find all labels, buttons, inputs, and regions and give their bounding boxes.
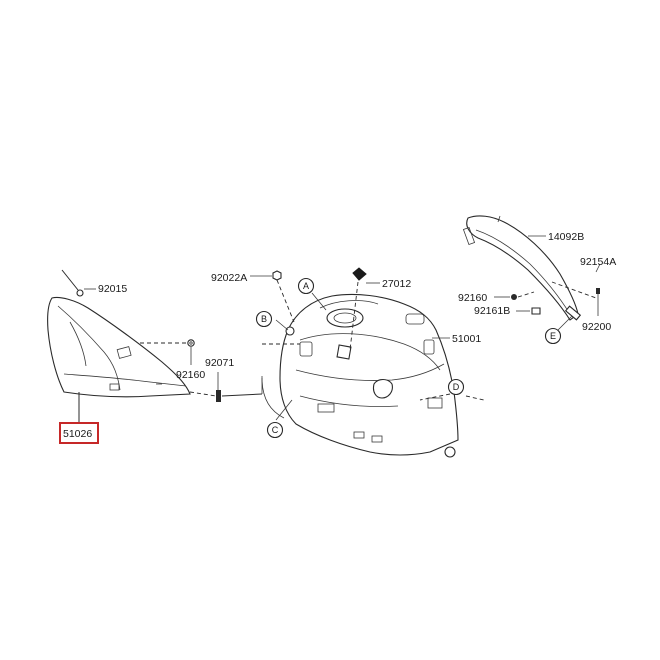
- callout-d: D: [447, 378, 465, 396]
- part-label-92071: 92071: [205, 357, 234, 369]
- side-cover-drawing: [47, 296, 191, 423]
- part-label-92161b: 92161B: [474, 305, 510, 317]
- grommet-92015-drawing: [61, 269, 96, 297]
- callout-e: E: [544, 327, 562, 345]
- part-label-92015: 92015: [98, 283, 127, 295]
- right-cover-drawing: [462, 215, 597, 321]
- svg-text:A: A: [303, 281, 309, 291]
- label-27012-drawing: [349, 267, 380, 351]
- callout-c: C: [266, 421, 284, 439]
- svg-text:D: D: [453, 382, 460, 392]
- part-label-92160-right: 92160: [458, 292, 487, 304]
- callout-b: B: [255, 310, 273, 328]
- svg-text:B: B: [261, 314, 267, 324]
- highlight-box: [59, 422, 99, 444]
- fuel-tank-drawing: [261, 293, 459, 458]
- clip-92071-drawing: [189, 372, 263, 402]
- nut-92022a-drawing: [250, 270, 295, 323]
- washer-left-drawing: [140, 339, 195, 365]
- part-label-27012: 27012: [382, 278, 411, 290]
- callout-a: A: [297, 277, 315, 295]
- part-label-92022a: 92022A: [211, 272, 247, 284]
- highlighted-part-51026: 51026: [59, 422, 99, 444]
- part-label-92200: 92200: [582, 321, 611, 333]
- part-label-92160-left: 92160: [176, 369, 205, 381]
- part-label-51026: 51026: [63, 428, 92, 440]
- part-label-51001: 51001: [452, 333, 481, 345]
- damper-92161b-drawing: [516, 307, 541, 315]
- washer-right-drawing: [494, 291, 535, 300]
- part-label-92154a: 92154A: [580, 256, 616, 268]
- svg-text:C: C: [272, 425, 279, 435]
- svg-text:E: E: [550, 331, 556, 341]
- part-label-14092b: 14092B: [548, 231, 584, 243]
- bolt-92154a-drawing: [595, 263, 601, 316]
